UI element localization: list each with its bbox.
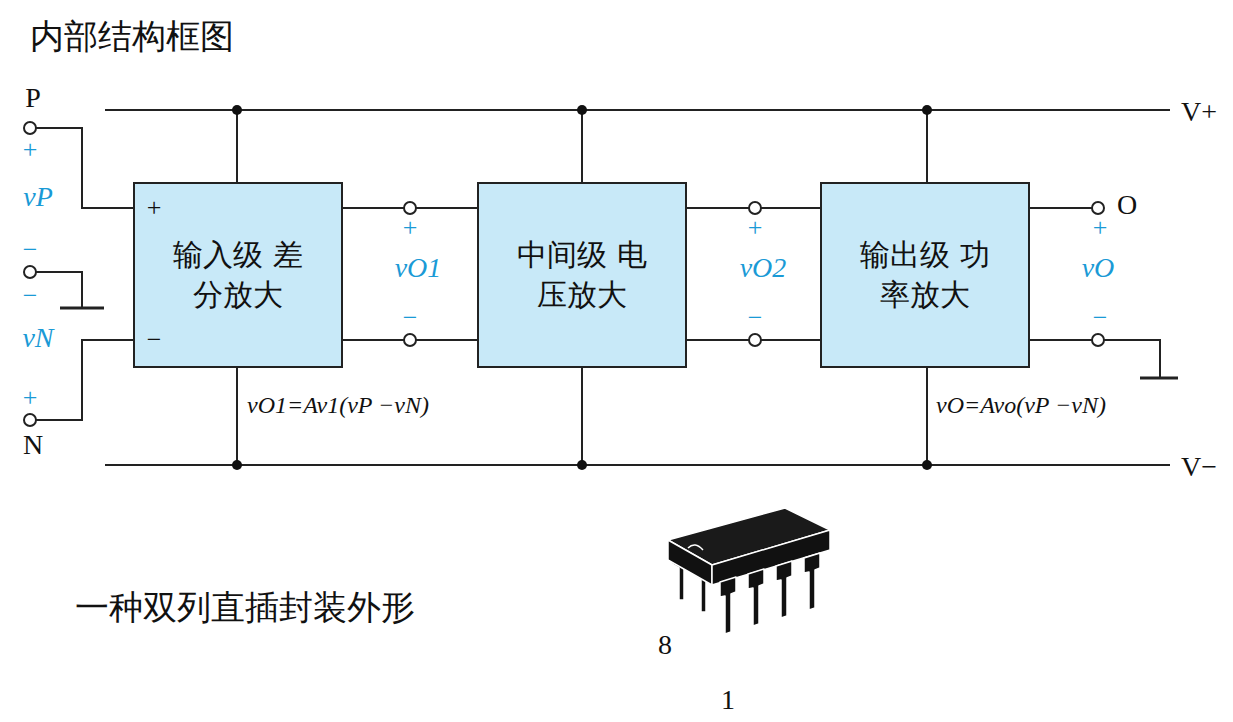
terminal-circle — [749, 334, 761, 346]
terminal-circle — [24, 122, 36, 134]
signal-label: + — [147, 194, 162, 223]
signal-label: N — [23, 430, 43, 461]
signal-label: 一种双列直插封装外形 — [75, 589, 415, 626]
stage-box: 输入级 差分放大 — [133, 182, 343, 368]
ground-wire — [1104, 340, 1160, 378]
output-wire — [1020, 339, 1092, 341]
signal-label: − — [1093, 304, 1108, 333]
diagram-title: 内部结构框图 — [30, 14, 234, 60]
signal-label: 8 — [658, 630, 672, 661]
signal-label: vO=Avo(vP −vN) — [936, 392, 1106, 418]
terminal-circle — [404, 202, 416, 214]
ground-wire — [36, 272, 82, 308]
stage-box: 输出级 功率放大 — [820, 182, 1030, 368]
chip-pin — [776, 561, 792, 618]
signal-label: − — [748, 304, 763, 333]
ground-symbol — [60, 307, 104, 310]
output-wire — [1020, 207, 1092, 209]
terminal-circle — [1092, 202, 1104, 214]
signal-label: vO — [1082, 253, 1115, 284]
junction-dot — [577, 460, 587, 470]
signal-label: + — [403, 214, 418, 243]
stage-name: 中间级 电压放大 — [513, 235, 651, 316]
terminal-circle — [404, 334, 416, 346]
signal-label: vO1=Av1(vP −vN) — [247, 392, 429, 418]
positive-rail — [105, 109, 1170, 111]
signal-label: vN — [22, 323, 53, 354]
junction-dot — [232, 460, 242, 470]
negative-rail — [105, 464, 1170, 466]
stage-box: 中间级 电压放大 — [477, 182, 687, 368]
chip-pin — [804, 553, 820, 610]
signal-label: − — [23, 236, 38, 265]
terminal-circle — [749, 202, 761, 214]
signal-label: + — [23, 136, 38, 165]
signal-label: 1 — [721, 685, 735, 716]
signal-label: vO1 — [395, 253, 442, 284]
signal-label: vP — [23, 182, 53, 213]
signal-label: + — [748, 214, 763, 243]
chip-end — [668, 540, 712, 585]
junction-dot — [922, 105, 932, 115]
ground-symbol — [1140, 377, 1178, 380]
stage-name: 输出级 功率放大 — [856, 235, 994, 316]
junction-dot — [232, 105, 242, 115]
terminal-circle — [24, 266, 36, 278]
signal-label: − — [23, 282, 38, 311]
signal-label: O — [1117, 190, 1137, 221]
terminal-circle — [1092, 334, 1104, 346]
signal-label: + — [1093, 214, 1108, 243]
signal-label: V− — [1181, 452, 1217, 483]
junction-dot — [922, 460, 932, 470]
chip-notch — [688, 545, 703, 550]
signal-label: P — [25, 83, 41, 114]
signal-label: − — [403, 304, 418, 333]
chip-pin — [720, 577, 736, 634]
signal-label: − — [147, 326, 162, 355]
signal-label: + — [23, 384, 38, 413]
dip-package — [668, 508, 830, 634]
signal-label: vO2 — [740, 253, 787, 284]
signal-label: V+ — [1181, 97, 1217, 128]
junction-dot — [577, 105, 587, 115]
terminal-circle — [24, 414, 36, 426]
chip-pin — [748, 569, 764, 626]
stage-name: 输入级 差分放大 — [169, 235, 307, 316]
